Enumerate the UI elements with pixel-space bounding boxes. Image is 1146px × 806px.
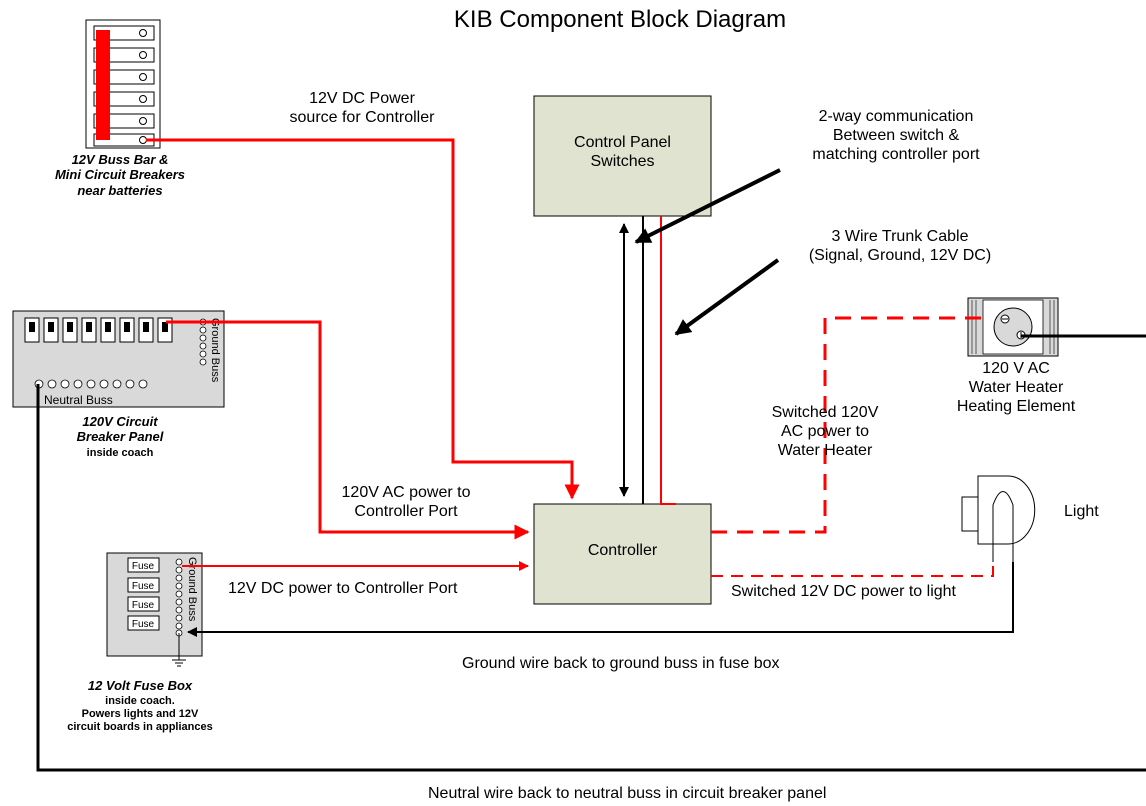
- wire-ground-return: [187, 562, 1014, 637]
- wire-switched-ac: [711, 316, 988, 534]
- diagram-title: KIB Component Block Diagram: [453, 6, 787, 33]
- switched-ac-label: Switched 120V AC power to Water Heater: [771, 404, 879, 459]
- wire-trunk-red: [660, 216, 676, 505]
- dc-source-label: 12V DC Power source for Controller: [289, 90, 435, 126]
- fuse-label-1: Fuse: [132, 561, 155, 572]
- trunk-cable-label: 3 Wire Trunk Cable (Signal, Ground, 12V …: [808, 228, 992, 264]
- wire-ac-power: [166, 320, 530, 540]
- two-way-comm-label: 2-way communication Between switch & mat…: [812, 108, 980, 163]
- buss-bar-caption: 12V Buss Bar & Mini Circuit Breakers nea…: [54, 152, 186, 198]
- ground-wire-label: Ground wire back to ground buss in fuse …: [462, 655, 780, 672]
- breaker-panel-caption: 120V Circuit Breaker Panel: [76, 414, 164, 445]
- water-heater-component: [967, 297, 1059, 357]
- ground-buss-label-fuse: Ground Buss: [186, 557, 198, 622]
- dc-power-label: 12V DC power to Controller Port: [228, 580, 458, 597]
- water-heater-label: 120 V AC Water Heater Heating Element: [956, 360, 1076, 415]
- neutral-buss-label: Neutral Buss: [44, 393, 113, 407]
- wire-switched-dc: [711, 562, 994, 577]
- fuse-box-caption: 12 Volt Fuse Box: [87, 678, 193, 693]
- wire-dc-source: [146, 138, 580, 500]
- fuse-label-2: Fuse: [132, 581, 155, 592]
- wire-neutral-return: [36, 384, 1146, 772]
- breaker-panel-subcaption: inside coach: [86, 447, 154, 459]
- breaker-panel-component: Ground Buss Neutral Buss: [12, 310, 225, 408]
- controller-label: Controller: [587, 542, 658, 559]
- fuse-box-component: Fuse Fuse Fuse Fuse Ground Buss: [106, 552, 203, 667]
- light-component: [961, 475, 1036, 562]
- fuse-label-3: Fuse: [132, 600, 155, 611]
- control-panel-label: Control Panel Switches: [574, 134, 671, 170]
- control-panel-block: [533, 95, 712, 217]
- neutral-wire-label: Neutral wire back to neutral buss in cir…: [428, 785, 827, 802]
- switched-dc-label: Switched 12V DC power to light: [731, 583, 956, 600]
- buss-bar-red: [96, 30, 110, 140]
- controller-block: [533, 503, 712, 605]
- light-label: Light: [1064, 503, 1099, 520]
- ground-buss-label-panel: Ground Buss: [209, 318, 221, 383]
- ac-power-label: 120V AC power to Controller Port: [341, 484, 471, 520]
- buss-bar-component: [85, 19, 161, 149]
- fuse-box-subcaption: inside coach. Powers lights and 12V circ…: [67, 695, 213, 733]
- callout-trunk-arrow: [674, 258, 780, 336]
- fuse-label-4: Fuse: [132, 619, 155, 630]
- callout-two-way-arrow: [634, 168, 781, 244]
